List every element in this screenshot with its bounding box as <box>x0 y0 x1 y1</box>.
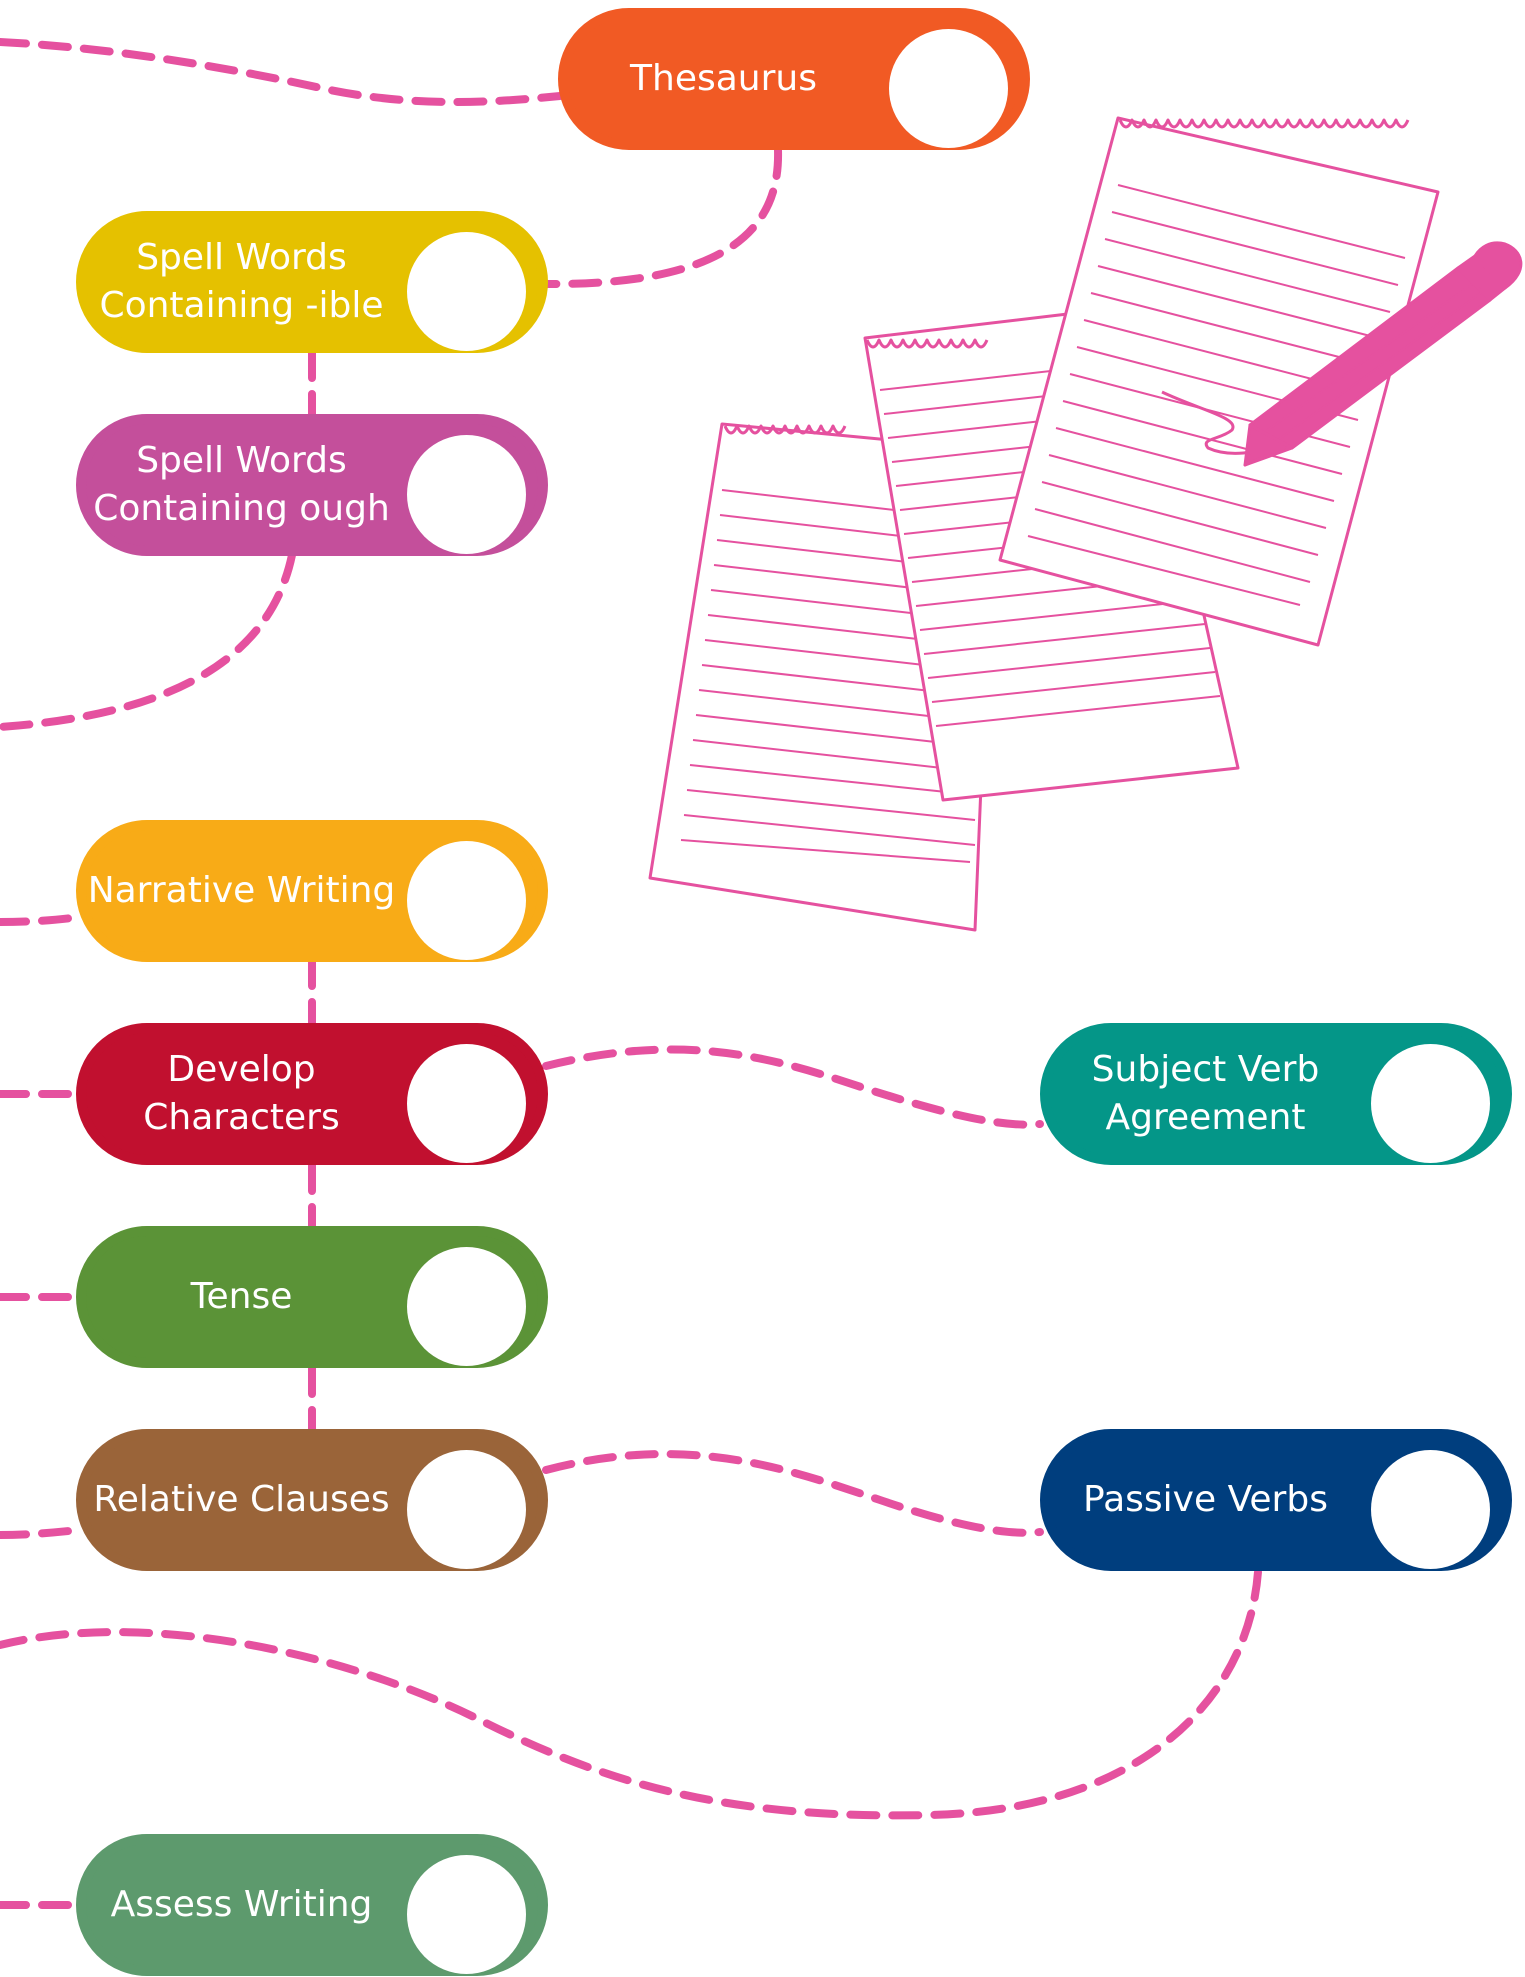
node-label: Spell Words Containing ough <box>93 440 390 529</box>
node-narrative-writing[interactable]: Narrative Writing <box>76 820 548 962</box>
node-toggle-knob[interactable] <box>407 1044 526 1163</box>
path-offscreen-to-relative <box>0 1526 82 1539</box>
path-develop-to-subject-verb <box>542 1045 1044 1129</box>
node-label: Tense <box>190 1276 293 1317</box>
node-toggle-knob[interactable] <box>1371 1044 1490 1163</box>
node-toggle-knob[interactable] <box>407 435 526 554</box>
front-notepad-page <box>998 116 1440 647</box>
path-offscreen-to-thesaurus <box>0 38 564 106</box>
pencil <box>1243 241 1523 467</box>
node-develop-characters[interactable]: Develop Characters <box>76 1023 548 1165</box>
node-passive-verbs[interactable]: Passive Verbs <box>1040 1429 1512 1571</box>
node-label: Narrative Writing <box>87 870 396 911</box>
path-offscreen-to-narrative <box>0 913 82 926</box>
node-spell-words-ible[interactable]: Spell Words Containing -ible <box>76 211 548 353</box>
node-label: Relative Clauses <box>93 1479 390 1520</box>
node-relative-clauses[interactable]: Relative Clauses <box>76 1429 548 1571</box>
node-toggle-knob[interactable] <box>889 29 1008 148</box>
node-label: Assess Writing <box>110 1884 373 1925</box>
node-label: Develop Characters <box>143 1049 340 1138</box>
node-label: Spell Words Containing -ible <box>99 237 384 326</box>
node-toggle-knob[interactable] <box>407 841 526 960</box>
node-label: Thesaurus <box>630 58 817 99</box>
node-toggle-knob[interactable] <box>1371 1450 1490 1569</box>
node-toggle-knob[interactable] <box>407 232 526 351</box>
dashed-path-group <box>0 38 1262 1909</box>
scribble-line <box>1161 390 1271 455</box>
node-toggle-knob[interactable] <box>407 1855 526 1974</box>
path-relative-to-passive <box>542 1450 1044 1537</box>
pencil-eraser <box>1473 241 1523 290</box>
node-tense[interactable]: Tense <box>76 1226 548 1368</box>
node-label: Passive Verbs <box>1083 1479 1328 1520</box>
node-subject-verb-agreement[interactable]: Subject Verb Agreement <box>1040 1023 1512 1165</box>
path-passive-to-offscreen <box>0 1568 1262 1820</box>
node-spell-words-ough[interactable]: Spell Words Containing ough <box>76 414 548 556</box>
node-assess-writing[interactable]: Assess Writing <box>76 1834 548 1976</box>
node-label: Subject Verb Agreement <box>1091 1049 1320 1138</box>
node-toggle-knob[interactable] <box>407 1247 526 1366</box>
node-thesaurus[interactable]: Thesaurus <box>558 8 1030 150</box>
path-thesaurus-to-spell-ible <box>544 146 783 289</box>
node-toggle-knob[interactable] <box>407 1450 526 1569</box>
path-spell-ough-to-offscreen <box>0 551 296 731</box>
